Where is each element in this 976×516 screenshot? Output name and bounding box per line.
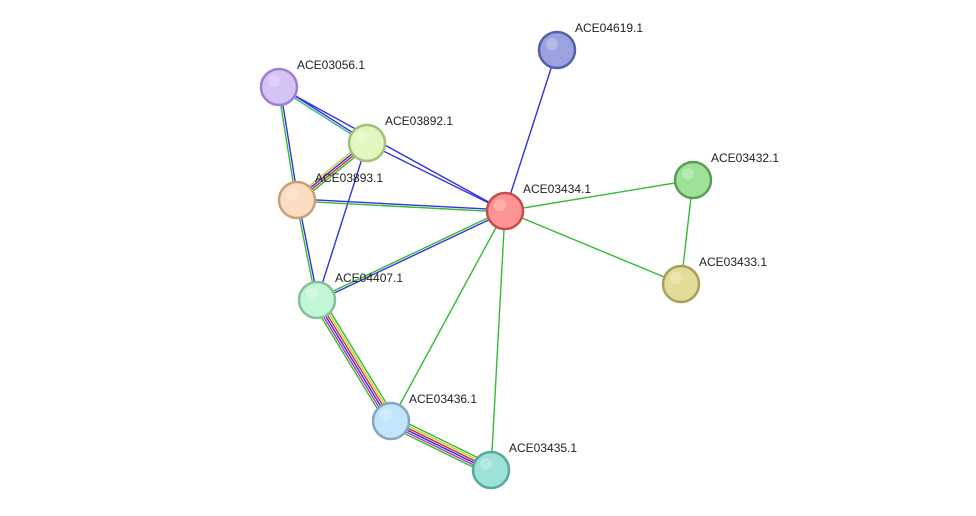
edge-ace04619-1-ace03434-1: [504, 49, 558, 212]
node-highlight: [380, 409, 392, 421]
edge-ace03434-1-ace03432-1: [504, 179, 694, 212]
edge-ace03434-1-ace03436-1: [390, 210, 506, 422]
node-highlight: [306, 288, 318, 300]
edge-evidence-line: [313, 301, 389, 424]
edge-evidence-line: [319, 297, 395, 420]
edge-evidence-line: [393, 415, 494, 466]
node-circle[interactable]: [471, 450, 511, 490]
edge-evidence-line: [388, 425, 489, 476]
node-highlight: [356, 131, 368, 143]
node-circle[interactable]: [259, 67, 299, 107]
edge-ace04407-1-ace03436-1: [311, 296, 397, 425]
node-highlight: [268, 75, 280, 87]
node-ace04407-1[interactable]: ACE04407.1: [297, 271, 403, 320]
node-highlight: [494, 199, 506, 211]
node-ace03432-1[interactable]: ACE03432.1: [673, 151, 779, 200]
node-label: ACE04407.1: [335, 271, 403, 285]
edge-evidence-line: [504, 49, 558, 212]
node-circle[interactable]: [537, 30, 577, 70]
node-label: ACE03434.1: [523, 182, 591, 196]
node-circle[interactable]: [371, 401, 411, 441]
nodes-layer: ACE04619.1ACE03056.1ACE03892.1ACE03893.1…: [259, 21, 779, 490]
node-highlight: [480, 458, 492, 470]
edge-evidence-line: [315, 300, 391, 422]
edge-evidence-line: [366, 142, 506, 212]
node-circle[interactable]: [673, 160, 713, 200]
edge-evidence-line: [317, 299, 393, 421]
node-circle[interactable]: [297, 280, 337, 320]
node-ace03434-1[interactable]: ACE03434.1: [485, 182, 591, 231]
edge-evidence-line: [297, 198, 506, 211]
node-label: ACE03435.1: [509, 441, 577, 455]
edge-evidence-line: [278, 86, 506, 212]
node-label: ACE03893.1: [315, 171, 383, 185]
node-label: ACE03436.1: [409, 392, 477, 406]
edge-ace03893-1-ace03434-1: [296, 198, 506, 213]
edge-evidence-line: [311, 302, 388, 425]
node-label: ACE03892.1: [385, 114, 453, 128]
node-ace03436-1[interactable]: ACE03436.1: [371, 392, 477, 441]
node-label: ACE03056.1: [297, 58, 365, 72]
node-label: ACE03432.1: [711, 151, 779, 165]
edge-ace03056-1-ace03434-1: [278, 86, 506, 212]
edge-evidence-line: [317, 211, 506, 302]
edge-ace03434-1-ace04407-1: [316, 209, 506, 302]
edges-layer: [277, 49, 694, 476]
node-circle[interactable]: [277, 180, 317, 220]
node-circle[interactable]: [661, 264, 701, 304]
node-label: ACE04619.1: [575, 21, 643, 35]
node-circle[interactable]: [347, 123, 387, 163]
node-ace03892-1[interactable]: ACE03892.1: [347, 114, 453, 163]
edge-evidence-line: [504, 179, 694, 212]
edge-ace03892-1-ace04407-1: [316, 142, 368, 301]
node-ace03893-1[interactable]: ACE03893.1: [277, 171, 383, 220]
edge-evidence-line: [490, 210, 506, 471]
node-ace04619-1[interactable]: ACE04619.1: [537, 21, 643, 70]
edge-evidence-line: [296, 200, 505, 213]
edge-evidence-line: [320, 296, 397, 419]
node-highlight: [286, 188, 298, 200]
node-ace03056-1[interactable]: ACE03056.1: [259, 58, 365, 107]
node-highlight: [682, 168, 694, 180]
edge-evidence-line: [316, 209, 505, 300]
edge-evidence-line: [390, 210, 506, 422]
edge-evidence-line: [316, 142, 368, 301]
edge-evidence-line: [504, 210, 682, 285]
node-label: ACE03433.1: [699, 255, 767, 269]
edge-ace03434-1-ace03433-1: [504, 210, 682, 285]
node-highlight: [546, 38, 558, 50]
edge-ace03434-1-ace03435-1: [490, 210, 506, 471]
node-ace03435-1[interactable]: ACE03435.1: [471, 441, 577, 490]
node-ace03433-1[interactable]: ACE03433.1: [661, 255, 767, 304]
node-circle[interactable]: [485, 191, 525, 231]
node-highlight: [670, 272, 682, 284]
edge-ace03892-1-ace03434-1: [366, 142, 506, 212]
